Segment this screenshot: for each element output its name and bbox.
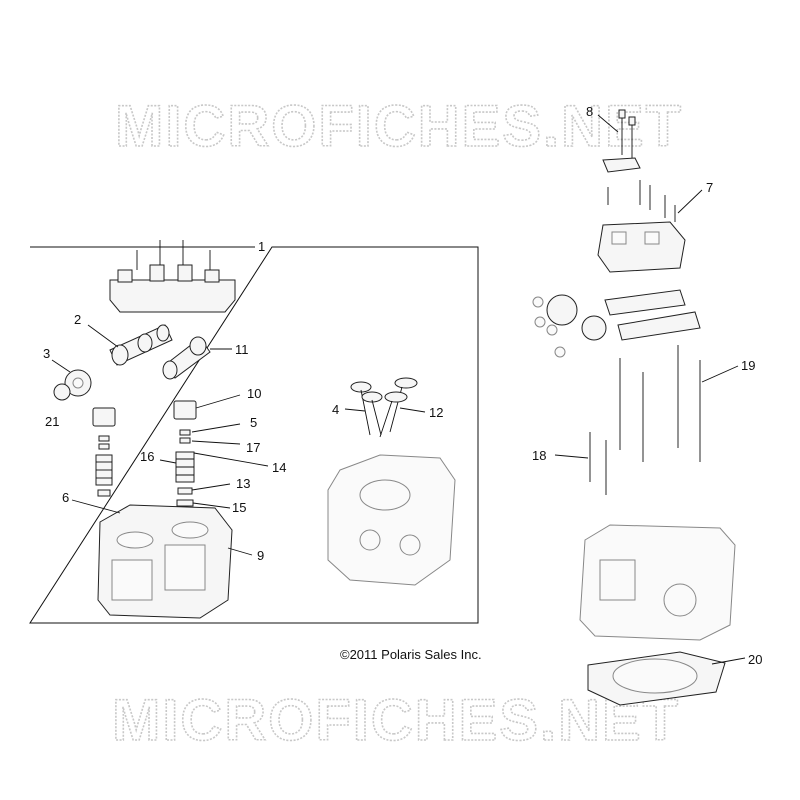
camshaft-exhaust-part: 11 — [162, 336, 249, 380]
callout-19: 19 — [741, 358, 755, 373]
callout-3: 3 — [43, 346, 50, 361]
copyright-text: ©2011 Polaris Sales Inc. — [340, 647, 482, 662]
bolts-8-part: 8 — [586, 104, 641, 173]
callout-21: 21 — [45, 414, 59, 429]
cam-carrier-part — [109, 240, 236, 313]
callout-16: 16 — [140, 449, 154, 464]
callout-8: 8 — [586, 104, 593, 119]
engine-block-reference-part — [579, 524, 736, 641]
callout-6: 6 — [62, 490, 69, 505]
callout-17: 17 — [246, 440, 260, 455]
valves-part: 4 12 — [332, 377, 443, 438]
callout-13: 13 — [236, 476, 250, 491]
callout-18: 18 — [532, 448, 546, 463]
callout-15: 15 — [232, 500, 246, 515]
callout-10: 10 — [247, 386, 261, 401]
bolts-19-part: 19 — [619, 345, 755, 462]
callout-20: 20 — [748, 652, 762, 667]
camshaft-intake-part: 2 — [74, 312, 173, 366]
head-gasket-part: 20 — [587, 651, 762, 706]
cylinder-head-assembly-box: 1 — [29, 239, 479, 624]
callout-5: 5 — [250, 415, 257, 430]
callout-2: 2 — [74, 312, 81, 327]
callout-12: 12 — [429, 405, 443, 420]
camshafts-right-part — [532, 289, 701, 358]
valve-stack-right: 10 5 17 16 14 13 15 — [140, 386, 286, 515]
cam-sprocket-part: 3 21 — [43, 346, 92, 429]
cylinder-head-reference-part — [327, 454, 456, 586]
watermark-top: MICROFICHES.NET — [115, 94, 683, 159]
cylinder-head-part: 6 9 — [62, 490, 264, 619]
callout-4: 4 — [332, 402, 339, 417]
bolts-7-part: 7 — [597, 180, 713, 273]
bolts-18-part: 18 — [532, 432, 607, 495]
callout-11: 11 — [235, 342, 249, 357]
valve-stack-left — [92, 407, 116, 497]
callout-9: 9 — [257, 548, 264, 563]
watermark-bottom: MICROFICHES.NET — [112, 688, 680, 753]
callout-7: 7 — [706, 180, 713, 195]
callout-14: 14 — [272, 460, 286, 475]
callout-1: 1 — [258, 239, 265, 254]
